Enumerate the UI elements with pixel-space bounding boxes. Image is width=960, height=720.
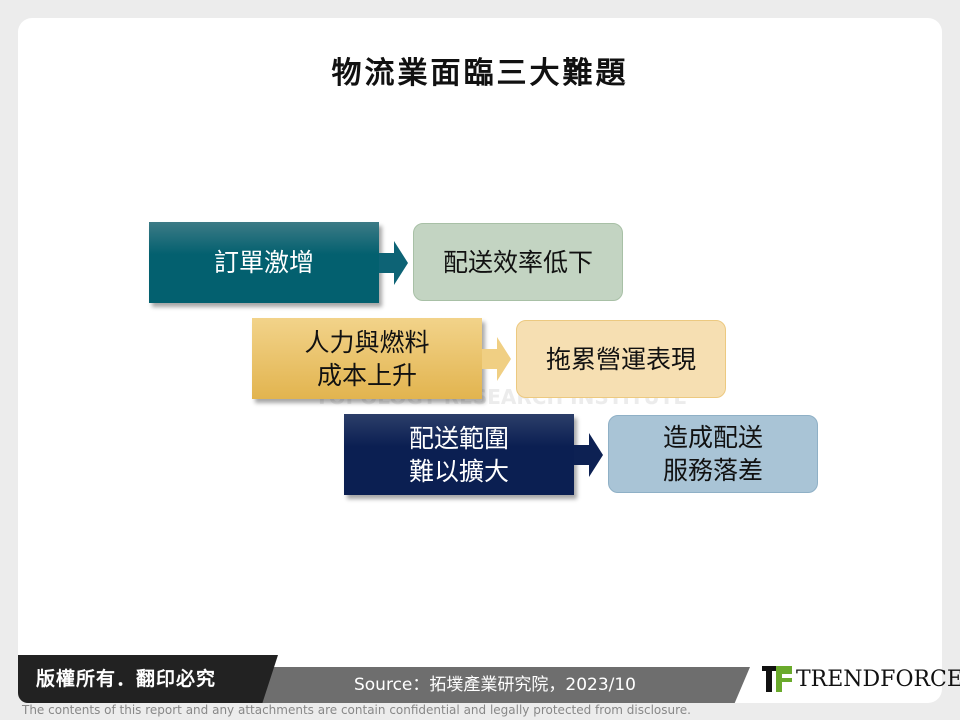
effect-box-1: 配送效率低下 (413, 223, 623, 301)
trendforce-logo-icon (762, 666, 792, 692)
trendforce-logo: TRENDFORCE (762, 664, 960, 694)
effect-box-3: 造成配送 服務落差 (608, 415, 818, 493)
cause-box-2: 人力與燃料 成本上升 (252, 318, 482, 399)
arrow-right-icon (482, 337, 511, 381)
trendforce-wordmark: TRENDFORCE (796, 666, 960, 692)
copyright-tab: 版權所有．翻印必究 (18, 655, 278, 703)
disclaimer: The contents of this report and any atta… (22, 703, 691, 717)
cause-box-3: 配送範圍 難以擴大 (344, 414, 574, 495)
arrow-right-icon (574, 433, 603, 477)
cause-box-1: 訂單激增 (149, 222, 379, 303)
page-title: 物流業面臨三大難題 (331, 56, 629, 91)
effect-box-2: 拖累營運表現 (516, 320, 726, 398)
source-text: Source：拓墣產業研究院，2023/10 (353, 675, 636, 695)
source-bar: Source：拓墣產業研究院，2023/10 (240, 667, 750, 703)
arrow-right-icon (379, 241, 408, 285)
